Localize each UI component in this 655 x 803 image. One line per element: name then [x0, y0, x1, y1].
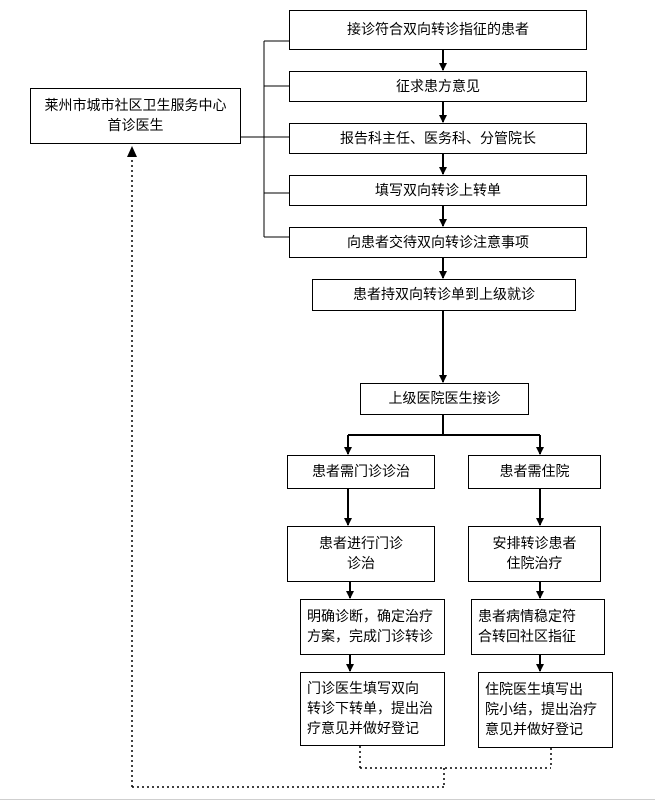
node-outpatient-diag: 明确诊断，确定治疗 方案，完成门诊转诊: [300, 599, 445, 655]
return-path-dotted: [131, 155, 552, 788]
node-step5: 向患者交待双向转诊注意事项: [289, 227, 587, 258]
return-arrowhead: [127, 146, 137, 157]
node-step3: 报告科主任、医务科、分管院长: [289, 123, 587, 154]
left-bracket: [241, 40, 289, 238]
node-step2: 征求患方意见: [289, 71, 587, 102]
node-left-center: 莱州市城市社区卫生服务中心 首诊医生: [30, 88, 241, 144]
node-step4: 填写双向转诊上转单: [289, 175, 587, 206]
node-outpatient: 患者需门诊诊治: [287, 455, 435, 489]
node-step1: 接诊符合双向转诊指征的患者: [289, 10, 587, 50]
node-inpatient-stable: 患者病情稳定符 合转回社区指征: [471, 599, 605, 655]
node-step6: 患者持双向转诊单到上级就诊: [312, 279, 576, 311]
node-step7: 上级医院医生接诊: [360, 383, 529, 415]
page-bottom-divider: [0, 799, 655, 800]
node-inpatient-fill: 住院医生填写出 院小结，提出治疗 意见并做好登记: [478, 672, 613, 748]
node-inpatient: 患者需住院: [468, 455, 601, 489]
node-outpatient-treat: 患者进行门诊 诊治: [287, 526, 435, 582]
node-outpatient-fill: 门诊医生填写双向 转诊下转单，提出治 疗意见并做好登记: [300, 672, 445, 746]
node-inpatient-arrange: 安排转诊患者 住院治疗: [468, 526, 601, 582]
